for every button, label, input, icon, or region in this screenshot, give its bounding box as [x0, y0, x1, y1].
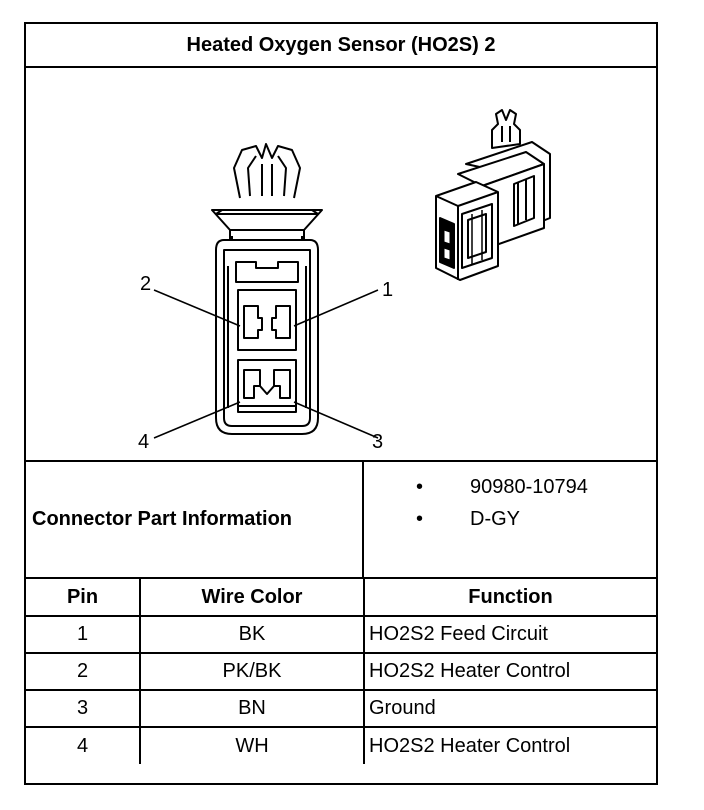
pin-label-2: 2: [140, 273, 151, 295]
header-function: Function: [363, 579, 656, 617]
connector-diagram: 1 2 3 4: [26, 68, 656, 462]
pin-table-header: Pin Wire Color Function: [26, 579, 656, 617]
pin-number: 1: [26, 615, 141, 654]
part-info-item: • 90980-10794: [364, 476, 656, 504]
wire-color: BN: [139, 689, 365, 728]
connector-part-info-list: • 90980-10794 • D-GY: [364, 462, 656, 577]
connector-face-drawing: 1 2 3 4: [138, 109, 551, 453]
table-row: 3 BN Ground: [26, 689, 656, 728]
header-wire-color: Wire Color: [139, 579, 365, 617]
pin-label-3: 3: [372, 431, 383, 453]
table-row: 1 BK HO2S2 Feed Circuit: [26, 615, 656, 654]
pin-function: HO2S2 Heater Control: [363, 726, 656, 764]
table-row: 2 PK/BK HO2S2 Heater Control: [26, 652, 656, 691]
pin-function: HO2S2 Feed Circuit: [363, 615, 656, 654]
connector-info-sheet: Heated Oxygen Sensor (HO2S) 2: [24, 22, 658, 785]
wire-color: BK: [139, 615, 365, 654]
connector-part-info-label: Connector Part Information: [26, 462, 364, 577]
wire-color: WH: [139, 726, 365, 764]
part-info-item: • D-GY: [364, 508, 656, 536]
pin-table: Pin Wire Color Function 1 BK HO2S2 Feed …: [26, 579, 656, 764]
connector-color: D-GY: [470, 508, 520, 530]
header-pin: Pin: [26, 579, 141, 617]
pin-label-4: 4: [138, 431, 149, 453]
part-number: 90980-10794: [470, 476, 588, 498]
pin-number: 2: [26, 652, 141, 691]
connector-face-view: [153, 143, 379, 439]
pin-label-1: 1: [382, 279, 393, 301]
wire-color: PK/BK: [139, 652, 365, 691]
pin-number: 4: [26, 726, 141, 764]
pin-function: HO2S2 Heater Control: [363, 652, 656, 691]
pin-function: Ground: [363, 689, 656, 728]
bullet-icon: •: [416, 508, 424, 530]
connector-part-info: Connector Part Information • 90980-10794…: [26, 462, 656, 579]
table-row: 4 WH HO2S2 Heater Control: [26, 726, 656, 764]
bullet-icon: •: [416, 476, 424, 498]
connector-isometric-view: [435, 109, 551, 281]
sheet-title: Heated Oxygen Sensor (HO2S) 2: [26, 24, 656, 68]
pin-number: 3: [26, 689, 141, 728]
